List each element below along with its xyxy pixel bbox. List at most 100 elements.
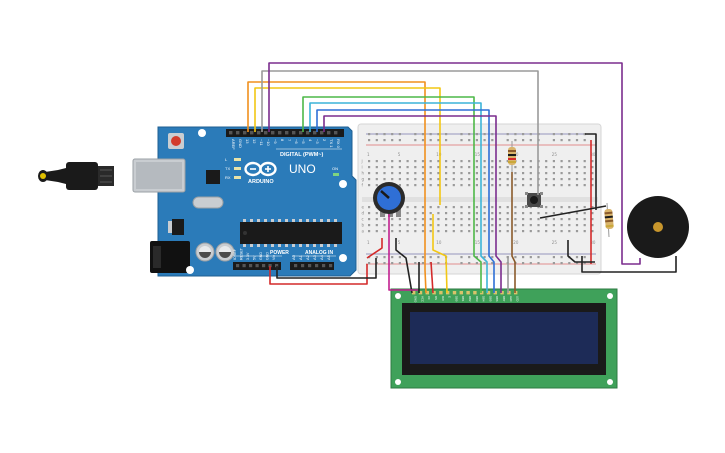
- breadboard-hole[interactable]: [529, 172, 532, 175]
- breadboard-hole[interactable]: [368, 224, 371, 227]
- breadboard-rail-hole[interactable]: [514, 133, 517, 136]
- breadboard-rail-hole[interactable]: [414, 256, 417, 259]
- breadboard-hole[interactable]: [468, 206, 471, 209]
- breadboard-rail-hole[interactable]: [560, 139, 563, 142]
- breadboard-hole[interactable]: [514, 230, 517, 233]
- breadboard-hole[interactable]: [475, 224, 478, 227]
- breadboard-hole[interactable]: [575, 224, 579, 227]
- breadboard-hole[interactable]: [498, 172, 502, 175]
- breadboard-rail-hole[interactable]: [468, 262, 471, 265]
- breadboard-rail-hole[interactable]: [483, 256, 486, 259]
- breadboard-hole[interactable]: [591, 230, 594, 233]
- breadboard-hole[interactable]: [529, 184, 532, 187]
- breadboard-hole[interactable]: [406, 218, 409, 221]
- breadboard-hole[interactable]: [414, 184, 417, 187]
- breadboard-rail-hole[interactable]: [552, 133, 555, 136]
- breadboard-rail-hole[interactable]: [568, 139, 571, 142]
- breadboard-hole[interactable]: [437, 172, 440, 175]
- breadboard-hole[interactable]: [522, 166, 525, 169]
- breadboard-hole[interactable]: [375, 184, 378, 187]
- breadboard-hole[interactable]: [375, 212, 378, 215]
- breadboard-hole[interactable]: [429, 230, 432, 233]
- breadboard-hole[interactable]: [583, 230, 586, 233]
- breadboard-hole[interactable]: [383, 172, 386, 175]
- header-pin[interactable]: [271, 131, 275, 135]
- breadboard-hole[interactable]: [406, 166, 409, 169]
- breadboard-hole[interactable]: [445, 184, 448, 187]
- breadboard-hole[interactable]: [568, 160, 571, 163]
- breadboard-hole[interactable]: [460, 230, 463, 233]
- breadboard-rail-hole[interactable]: [391, 256, 394, 259]
- breadboard-hole[interactable]: [552, 172, 555, 175]
- breadboard-hole[interactable]: [414, 166, 417, 169]
- breadboard-hole[interactable]: [368, 184, 371, 187]
- breadboard-rail-hole[interactable]: [514, 256, 517, 259]
- breadboard-rail-hole[interactable]: [429, 139, 432, 142]
- breadboard-hole[interactable]: [491, 230, 494, 233]
- breadboard-hole[interactable]: [529, 160, 532, 163]
- breadboard-hole[interactable]: [445, 160, 448, 163]
- breadboard-rail-hole[interactable]: [383, 139, 386, 142]
- breadboard-rail-hole[interactable]: [529, 139, 532, 142]
- breadboard-hole[interactable]: [460, 184, 463, 187]
- breadboard-hole[interactable]: [429, 178, 432, 181]
- breadboard-hole[interactable]: [483, 218, 486, 221]
- breadboard-hole[interactable]: [368, 160, 371, 163]
- breadboard-hole[interactable]: [375, 160, 378, 163]
- breadboard-hole[interactable]: [460, 172, 463, 175]
- breadboard-rail-hole[interactable]: [560, 262, 563, 265]
- lcd-pin[interactable]: [459, 291, 463, 295]
- header-pin[interactable]: [257, 131, 261, 135]
- breadboard-hole[interactable]: [545, 178, 548, 181]
- breadboard-hole[interactable]: [445, 206, 448, 209]
- lcd-pin[interactable]: [432, 291, 436, 295]
- breadboard-hole[interactable]: [560, 184, 563, 187]
- breadboard-hole[interactable]: [475, 166, 478, 169]
- breadboard-hole[interactable]: [591, 206, 594, 209]
- breadboard-hole[interactable]: [498, 178, 502, 181]
- breadboard-hole[interactable]: [498, 160, 502, 163]
- breadboard-hole[interactable]: [445, 212, 448, 215]
- breadboard-hole[interactable]: [491, 172, 494, 175]
- breadboard-rail-hole[interactable]: [475, 139, 478, 142]
- breadboard-hole[interactable]: [491, 166, 494, 169]
- breadboard-rail-hole[interactable]: [552, 139, 555, 142]
- breadboard-hole[interactable]: [383, 160, 386, 163]
- breadboard-rail-hole[interactable]: [583, 133, 586, 136]
- breadboard-hole[interactable]: [529, 178, 532, 181]
- header-pin[interactable]: [327, 131, 331, 135]
- breadboard-hole[interactable]: [529, 206, 532, 209]
- breadboard-rail-hole[interactable]: [398, 262, 401, 265]
- breadboard-hole[interactable]: [460, 178, 463, 181]
- breadboard-hole[interactable]: [591, 166, 594, 169]
- breadboard-rail-hole[interactable]: [460, 139, 463, 142]
- breadboard-rail-hole[interactable]: [522, 139, 525, 142]
- breadboard-rail-hole[interactable]: [375, 139, 378, 142]
- breadboard-hole[interactable]: [591, 224, 594, 227]
- header-pin[interactable]: [229, 131, 233, 135]
- header-pin[interactable]: [292, 131, 296, 135]
- breadboard-hole[interactable]: [583, 160, 586, 163]
- breadboard-hole[interactable]: [437, 160, 440, 163]
- breadboard-hole[interactable]: [445, 172, 448, 175]
- lcd-pin[interactable]: [412, 291, 416, 295]
- breadboard-rail-hole[interactable]: [522, 262, 525, 265]
- breadboard-hole[interactable]: [398, 184, 401, 187]
- breadboard-hole[interactable]: [575, 166, 579, 169]
- breadboard-hole[interactable]: [560, 212, 563, 215]
- breadboard-hole[interactable]: [498, 212, 502, 215]
- breadboard-hole[interactable]: [406, 178, 409, 181]
- breadboard-hole[interactable]: [421, 212, 425, 215]
- breadboard-hole[interactable]: [391, 224, 394, 227]
- breadboard-hole[interactable]: [445, 224, 448, 227]
- breadboard-hole[interactable]: [414, 224, 417, 227]
- breadboard-hole[interactable]: [491, 218, 494, 221]
- breadboard-rail-hole[interactable]: [437, 133, 440, 136]
- breadboard-hole[interactable]: [468, 224, 471, 227]
- breadboard-rail-hole[interactable]: [575, 139, 579, 142]
- breadboard-hole[interactable]: [483, 172, 486, 175]
- breadboard-rail-hole[interactable]: [552, 262, 555, 265]
- breadboard-rail-hole[interactable]: [491, 256, 494, 259]
- breadboard-hole[interactable]: [445, 218, 448, 221]
- breadboard-rail-hole[interactable]: [460, 133, 463, 136]
